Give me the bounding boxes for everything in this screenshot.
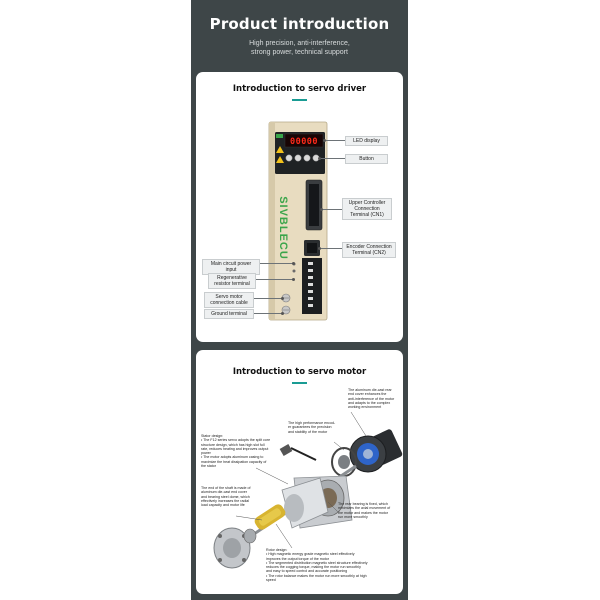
label-line: Upper Controller <box>348 200 386 206</box>
note-line: the stator <box>201 464 216 469</box>
note-line: • The segmented distribution magnetic st… <box>266 560 368 565</box>
leader-line <box>325 140 345 141</box>
note-line: and easy to speed control and accurate p… <box>266 569 348 574</box>
note-line: aluminum die-cast end cover <box>201 490 247 495</box>
leader-dot <box>292 262 295 265</box>
page-title: Product introduction <box>209 15 390 33</box>
note-line: The rear bearing is fixed, which <box>338 502 388 506</box>
note-line: and stability of the motor <box>288 429 328 434</box>
leader-line <box>320 158 345 159</box>
note-line: reduces the cogging torque, making the m… <box>266 565 361 570</box>
note-line: The aluminum die-cast rear <box>348 388 392 392</box>
note-line: Rotor design: <box>266 548 288 552</box>
label-button: Button <box>345 154 388 164</box>
label-line: Regenerative <box>217 275 247 281</box>
subtitle-line: strong power, technical support <box>251 49 348 56</box>
note-line: • The motor adopts aluminum casing to <box>201 455 264 460</box>
note-line: run more smoothly <box>338 514 368 519</box>
leader-line <box>256 279 294 280</box>
note-line: • The F12 series servo adopts the split … <box>201 438 271 443</box>
note-line: improves the output torque of the motor <box>266 556 329 561</box>
label-ground-terminal: Ground terminal <box>204 309 254 319</box>
note-rotor: Rotor design: • High magnetic energy gra… <box>266 548 390 582</box>
page-subtitle: High precision, anti-interference, stron… <box>191 39 408 57</box>
label-line: resistor terminal <box>214 281 250 287</box>
label-line: Terminal (CN2) <box>352 250 386 256</box>
brand-logo: SIVBLECU <box>277 196 289 260</box>
note-line: and bearing steel dome, which <box>201 494 250 499</box>
note-rear-bearing: The rear bearing is fixed, which minimiz… <box>338 502 400 519</box>
leader-dot <box>281 297 284 300</box>
note-line: and adapts to the complex <box>348 400 391 405</box>
servo-motor-exploded-illustration <box>213 411 403 569</box>
note-line: er guarantees the precision <box>288 425 332 430</box>
title-underline <box>292 99 307 101</box>
note-line: the motor and makes the motor <box>338 510 388 515</box>
label-regen-resistor: Regenerative resistor terminal <box>208 273 256 289</box>
note-line: anti-interference of the motor <box>348 396 395 401</box>
label-line: Encoder Connection <box>346 244 392 250</box>
note-line: power <box>201 451 211 456</box>
note-line: maximize the heat dissipation capacity o… <box>201 459 267 464</box>
leader-line <box>322 209 342 210</box>
leader-line <box>320 248 342 249</box>
note-line: working environment <box>348 405 382 410</box>
motor-section-title: Introduction to servo motor <box>232 367 367 377</box>
led-readout: 00000 <box>289 137 319 147</box>
servo-driver-illustration <box>268 121 328 321</box>
note-line: The end of the shaft is made of <box>201 486 251 490</box>
servo-motor-card: Introduction to servo motor <box>196 350 403 594</box>
leader-dot <box>281 312 284 315</box>
note-line: minimizes the axial movement of <box>338 506 391 511</box>
label-line: Connection <box>354 206 380 212</box>
note-line: rate, reduces heating and improves outpu… <box>201 446 269 451</box>
leader-dot <box>292 278 295 281</box>
note-line: The high performance encod- <box>288 421 336 425</box>
label-cn2: Encoder Connection Terminal (CN2) <box>342 242 396 258</box>
note-line: Stator design: <box>201 434 224 438</box>
leader-line <box>254 313 282 314</box>
subtitle-line: High precision, anti-interference, <box>249 40 350 47</box>
note-encoder: The high performance encod- er guarantee… <box>288 421 344 434</box>
note-stator: Stator design: • The F12 series servo ad… <box>201 434 281 468</box>
leader-dot <box>320 208 323 211</box>
note-line: end cover enhances the <box>348 392 387 397</box>
note-line: load capacity and motor life <box>201 503 245 508</box>
note-line: structure design, which has high slot fu… <box>201 442 265 447</box>
leader-line <box>260 263 294 264</box>
leader-line <box>254 298 282 299</box>
driver-section-title: Introduction to servo driver <box>232 84 367 94</box>
leader-dot <box>318 247 321 250</box>
title-underline <box>292 382 307 384</box>
servo-driver-card: Introduction to servo driver <box>196 72 403 342</box>
label-line: Terminal (CN1) <box>350 212 384 218</box>
note-line: • High magnetic energy grade magnetic st… <box>266 552 355 557</box>
note-shaft: The end of the shaft is made of aluminum… <box>201 486 263 507</box>
note-line: • The rotor balance makes the motor run … <box>266 573 367 578</box>
note-rear-cover: The aluminum die-cast rear end cover enh… <box>348 388 402 409</box>
leader-dot <box>318 157 321 160</box>
label-servo-cable: Servo motor connection cable <box>204 292 254 308</box>
label-main-power: Main circuit power input <box>202 259 260 275</box>
note-line: effectively increases the radial <box>201 498 250 503</box>
label-line: Servo motor <box>215 294 243 300</box>
label-cn1: Upper Controller Connection Terminal (CN… <box>342 198 392 220</box>
leader-dot <box>323 139 326 142</box>
note-line: speed <box>266 578 276 583</box>
label-led-display: LED display <box>345 136 388 146</box>
label-line: connection cable <box>210 300 248 306</box>
